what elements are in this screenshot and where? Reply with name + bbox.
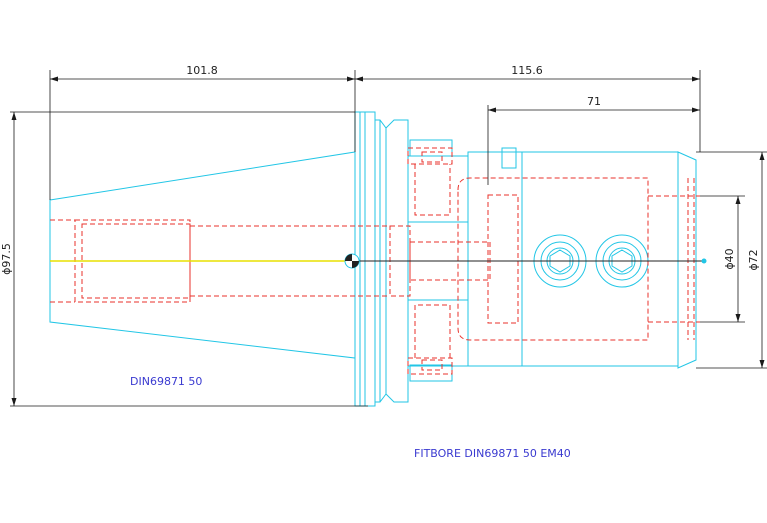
dim-bore-diameter: ϕ40 xyxy=(723,248,736,269)
dimension-arrows xyxy=(11,76,765,406)
dim-overall-front: 115.6 xyxy=(511,64,543,77)
dim-body-diameter: ϕ72 xyxy=(747,249,760,270)
shank-standard-label: DIN69871 50 xyxy=(130,375,202,388)
front-nut xyxy=(677,151,697,369)
dim-flange-diameter: ϕ97.5 xyxy=(0,243,13,275)
dimension-lines xyxy=(10,70,767,407)
centerline xyxy=(50,253,707,269)
tool-holder-outline xyxy=(49,111,697,407)
dim-body-length: 71 xyxy=(587,95,601,108)
dim-taper-length: 101.8 xyxy=(186,64,218,77)
taper-shank xyxy=(49,151,356,359)
part-name-label: FITBORE DIN69871 50 EM40 xyxy=(414,447,571,460)
